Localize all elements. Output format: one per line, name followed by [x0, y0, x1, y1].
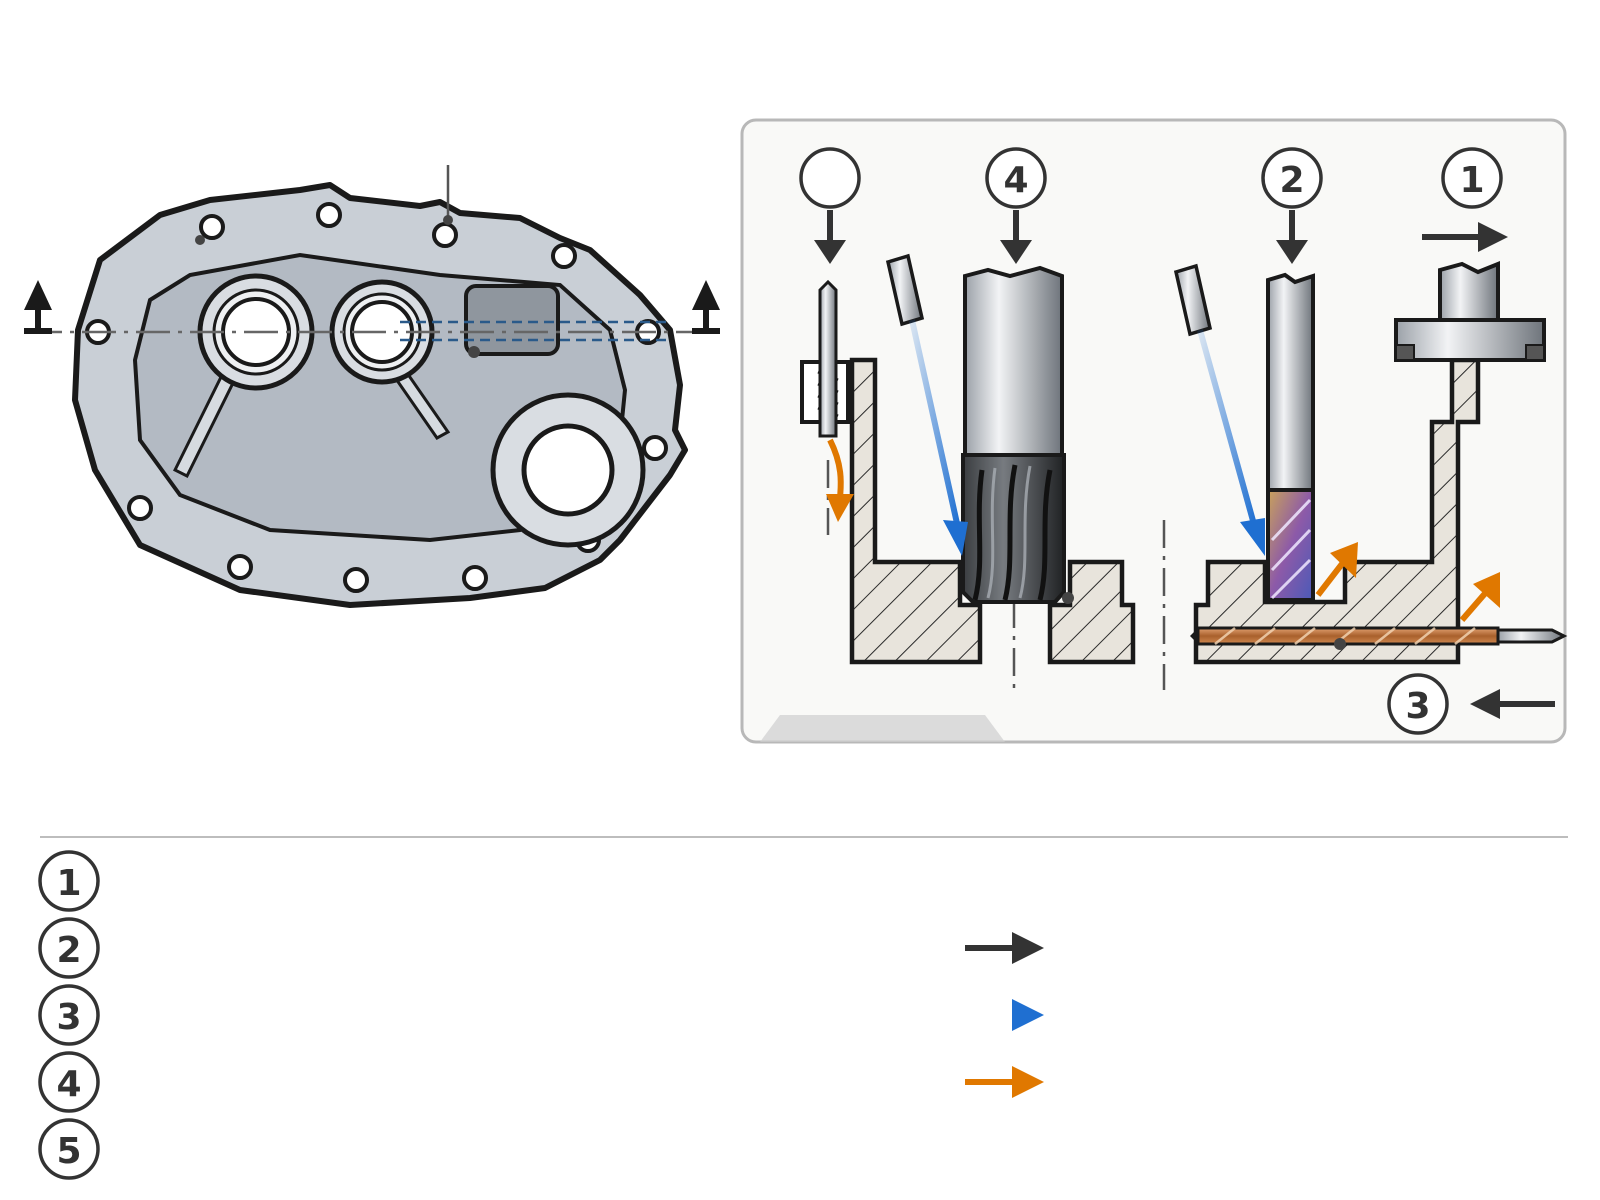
section-arrow-right	[692, 280, 720, 334]
legend-numbers: 1 2 3 4 5	[38, 850, 100, 1180]
legend-arrows	[965, 932, 1044, 1098]
blue-arrow-icon	[965, 999, 1044, 1031]
bolt-hole	[227, 554, 253, 580]
bolt-hole	[199, 214, 225, 240]
legend-item-4: 4	[38, 1051, 100, 1113]
callout-step-4: 4	[985, 147, 1047, 209]
dark-arrow-icon	[965, 932, 1044, 964]
housing-leaders	[195, 140, 480, 780]
coolant-arrows	[909, 319, 1265, 556]
svg-text:1: 1	[56, 863, 81, 904]
bolt-hole	[343, 567, 369, 593]
face-milling-cutter	[1394, 261, 1546, 362]
tap-tool	[800, 279, 850, 438]
bolt-hole	[432, 222, 458, 248]
svg-text:3: 3	[56, 997, 81, 1038]
finishing-end-mill	[1266, 272, 1315, 602]
callout-step-3: 3	[1387, 673, 1449, 735]
workpiece-section-left	[849, 357, 983, 665]
svg-text:1: 1	[1459, 160, 1484, 201]
bolt-hole	[551, 243, 577, 269]
deep-hole-drill	[1190, 626, 1568, 646]
machined-pad	[464, 284, 560, 356]
chip-arrows	[826, 438, 1500, 622]
coolant-nozzle-left	[885, 253, 925, 327]
svg-text:3: 3	[1405, 686, 1430, 727]
section-arrow-left	[24, 280, 52, 334]
svg-text:4: 4	[1003, 160, 1028, 201]
panel-shadow	[760, 715, 1005, 742]
callout-step-5	[799, 147, 861, 209]
bolt-hole	[127, 495, 153, 521]
svg-text:2: 2	[1279, 160, 1304, 201]
orange-arrow-icon	[965, 1066, 1044, 1098]
bolt-hole	[316, 202, 342, 228]
legend-item-3: 3	[38, 984, 100, 1046]
bolt-hole	[642, 435, 668, 461]
legend-item-2: 2	[38, 917, 100, 979]
workpiece-section-mid	[1047, 559, 1136, 665]
callout-step-1: 1	[1441, 147, 1503, 209]
callout-step-2: 2	[1261, 147, 1323, 209]
panel-leaders	[1062, 592, 1346, 785]
svg-text:4: 4	[56, 1064, 81, 1105]
hidden-oil-passage	[400, 320, 668, 342]
motion-arrows	[814, 210, 1555, 719]
svg-text:2: 2	[56, 930, 81, 971]
roughing-end-mill	[961, 265, 1066, 604]
coolant-nozzle-right	[1173, 263, 1213, 337]
svg-text:5: 5	[56, 1131, 81, 1172]
bearing-bore-3	[490, 392, 646, 548]
gearbox-housing	[24, 140, 720, 780]
section-panel: 4 2 1 3	[740, 118, 1568, 785]
legend-item-1: 1	[38, 850, 100, 912]
legend-item-5: 5	[38, 1118, 100, 1180]
